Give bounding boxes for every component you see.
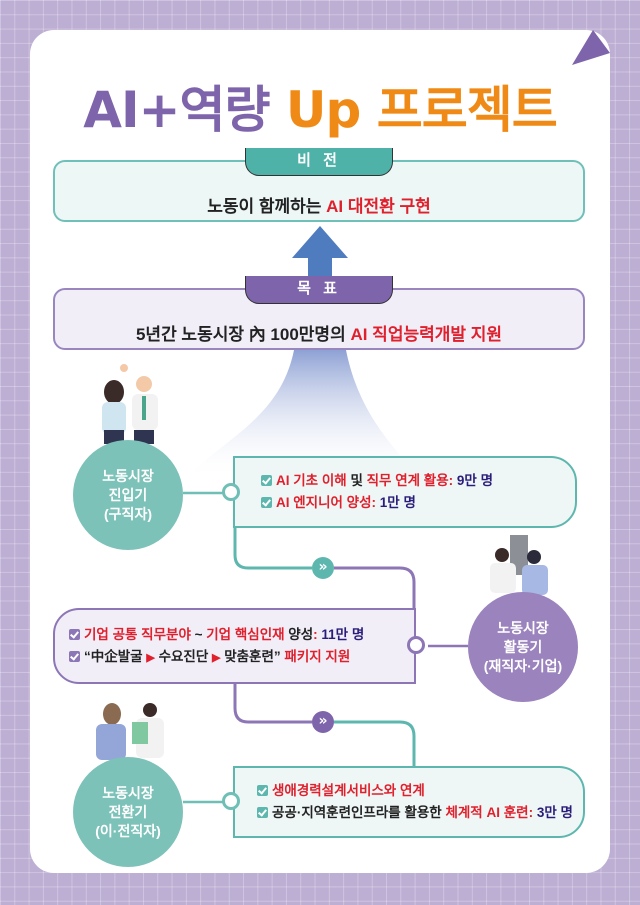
list-item: 기업 공통 직무분야 ~ 기업 핵심인재 양성: 11만 명 <box>69 624 414 646</box>
stage-label: 노동시장 <box>102 784 154 801</box>
checkbox-icon <box>257 785 268 796</box>
item-count: 9만 명 <box>456 473 493 488</box>
item-text: ~ <box>190 627 207 642</box>
title-part-up: Up 프로젝트 <box>285 81 558 139</box>
double-chevron-right-icon: » <box>312 557 334 579</box>
item-sep: : <box>528 805 537 820</box>
item-text: 기업 핵심인재 <box>206 627 285 642</box>
list-item: AI 엔지니어 양성: 1만 명 <box>261 492 575 514</box>
item-text: 맞춤훈련” <box>220 649 281 664</box>
double-chevron-right-icon: » <box>312 711 334 733</box>
item-text: 및 <box>346 473 367 488</box>
stage-label: 활동기 <box>503 638 543 655</box>
vision-tab: 비 전 <box>245 148 393 176</box>
connector-node <box>407 636 425 654</box>
title-part-ai: AI+역량 <box>83 81 270 139</box>
item-text: 생애경력설계서비스와 연계 <box>272 783 425 798</box>
checkbox-icon <box>261 475 272 486</box>
item-count: 11만 명 <box>321 627 365 642</box>
checkbox-icon <box>69 651 80 662</box>
stage-label: 노동시장 <box>497 619 549 636</box>
triangle-right-icon: ▶ <box>146 652 155 664</box>
workers-illustration <box>490 535 548 595</box>
checkbox-icon <box>261 497 272 508</box>
stage-label: 노동시장 <box>102 467 154 484</box>
vision-highlight: AI 대전환 구현 <box>326 197 431 216</box>
item-sep: : <box>448 473 457 488</box>
item-text: 양성 <box>284 627 314 642</box>
entry-stage-panel: AI 기초 이해 및 직무 연계 활용: 9만 명 AI 엔지니어 양성: 1만… <box>233 456 577 528</box>
item-text: AI 기초 이해 <box>276 473 347 488</box>
connector-node <box>222 792 240 810</box>
active-stage-panel: 기업 공통 직무분야 ~ 기업 핵심인재 양성: 11만 명 “中企발굴 ▶ 수… <box>53 608 416 684</box>
item-text: 기업 공통 직무분야 <box>84 627 191 642</box>
vision-text: 노동이 함께하는 <box>207 197 327 216</box>
stage-sublabel: (재직자·기업) <box>483 657 563 674</box>
item-text: AI 엔지니어 양성 <box>276 495 372 510</box>
item-text: “中企발굴 <box>84 649 147 664</box>
item-count: 1만 명 <box>379 495 416 510</box>
career-changers-illustration <box>96 703 164 760</box>
vision-box: 노동이 함께하는 AI 대전환 구현 <box>53 160 585 222</box>
list-item: 공공·지역훈련인프라를 활용한 체계적 AI 훈련: 3만 명 <box>257 802 583 824</box>
item-count: 3만 명 <box>536 805 573 820</box>
checkbox-icon <box>69 629 80 640</box>
item-text: 패키지 지원 <box>280 649 351 664</box>
item-sep: : <box>371 495 380 510</box>
stage-label: 진입기 <box>108 486 148 503</box>
list-item: AI 기초 이해 및 직무 연계 활용: 9만 명 <box>261 470 575 492</box>
triangle-right-icon: ▶ <box>212 652 221 664</box>
item-sep: : <box>313 627 322 642</box>
job-seekers-illustration <box>102 364 158 444</box>
list-item: “中企발굴 ▶ 수요진단 ▶ 맞춤훈련” 패키지 지원 <box>69 646 414 669</box>
page-title: AI+역량 Up 프로젝트 <box>0 70 640 142</box>
transition-stage-panel: 생애경력설계서비스와 연계 공공·지역훈련인프라를 활용한 체계적 AI 훈련:… <box>233 766 585 838</box>
item-text: 공공·지역훈련인프라를 활용한 <box>272 805 446 820</box>
item-text: 체계적 AI 훈련 <box>445 805 529 820</box>
goal-highlight: AI 직업능력개발 지원 <box>350 325 503 344</box>
connector-node <box>222 483 240 501</box>
checkbox-icon <box>257 807 268 818</box>
stage-sublabel: (이·전직자) <box>95 822 161 839</box>
stage-circle-active: 노동시장 활동기 (재직자·기업) <box>468 592 578 702</box>
goal-tab: 목 표 <box>245 276 393 304</box>
item-text: 직무 연계 활용 <box>366 473 449 488</box>
goal-text: 5년간 노동시장 內 100만명의 <box>135 325 351 344</box>
stage-label: 전환기 <box>108 803 148 820</box>
item-text: 수요진단 <box>154 649 212 664</box>
stage-sublabel: (구직자) <box>104 505 152 522</box>
list-item: 생애경력설계서비스와 연계 <box>257 780 583 802</box>
stage-circle-entry: 노동시장 진입기 (구직자) <box>73 440 183 550</box>
stage-circle-transition: 노동시장 전환기 (이·전직자) <box>73 757 183 867</box>
